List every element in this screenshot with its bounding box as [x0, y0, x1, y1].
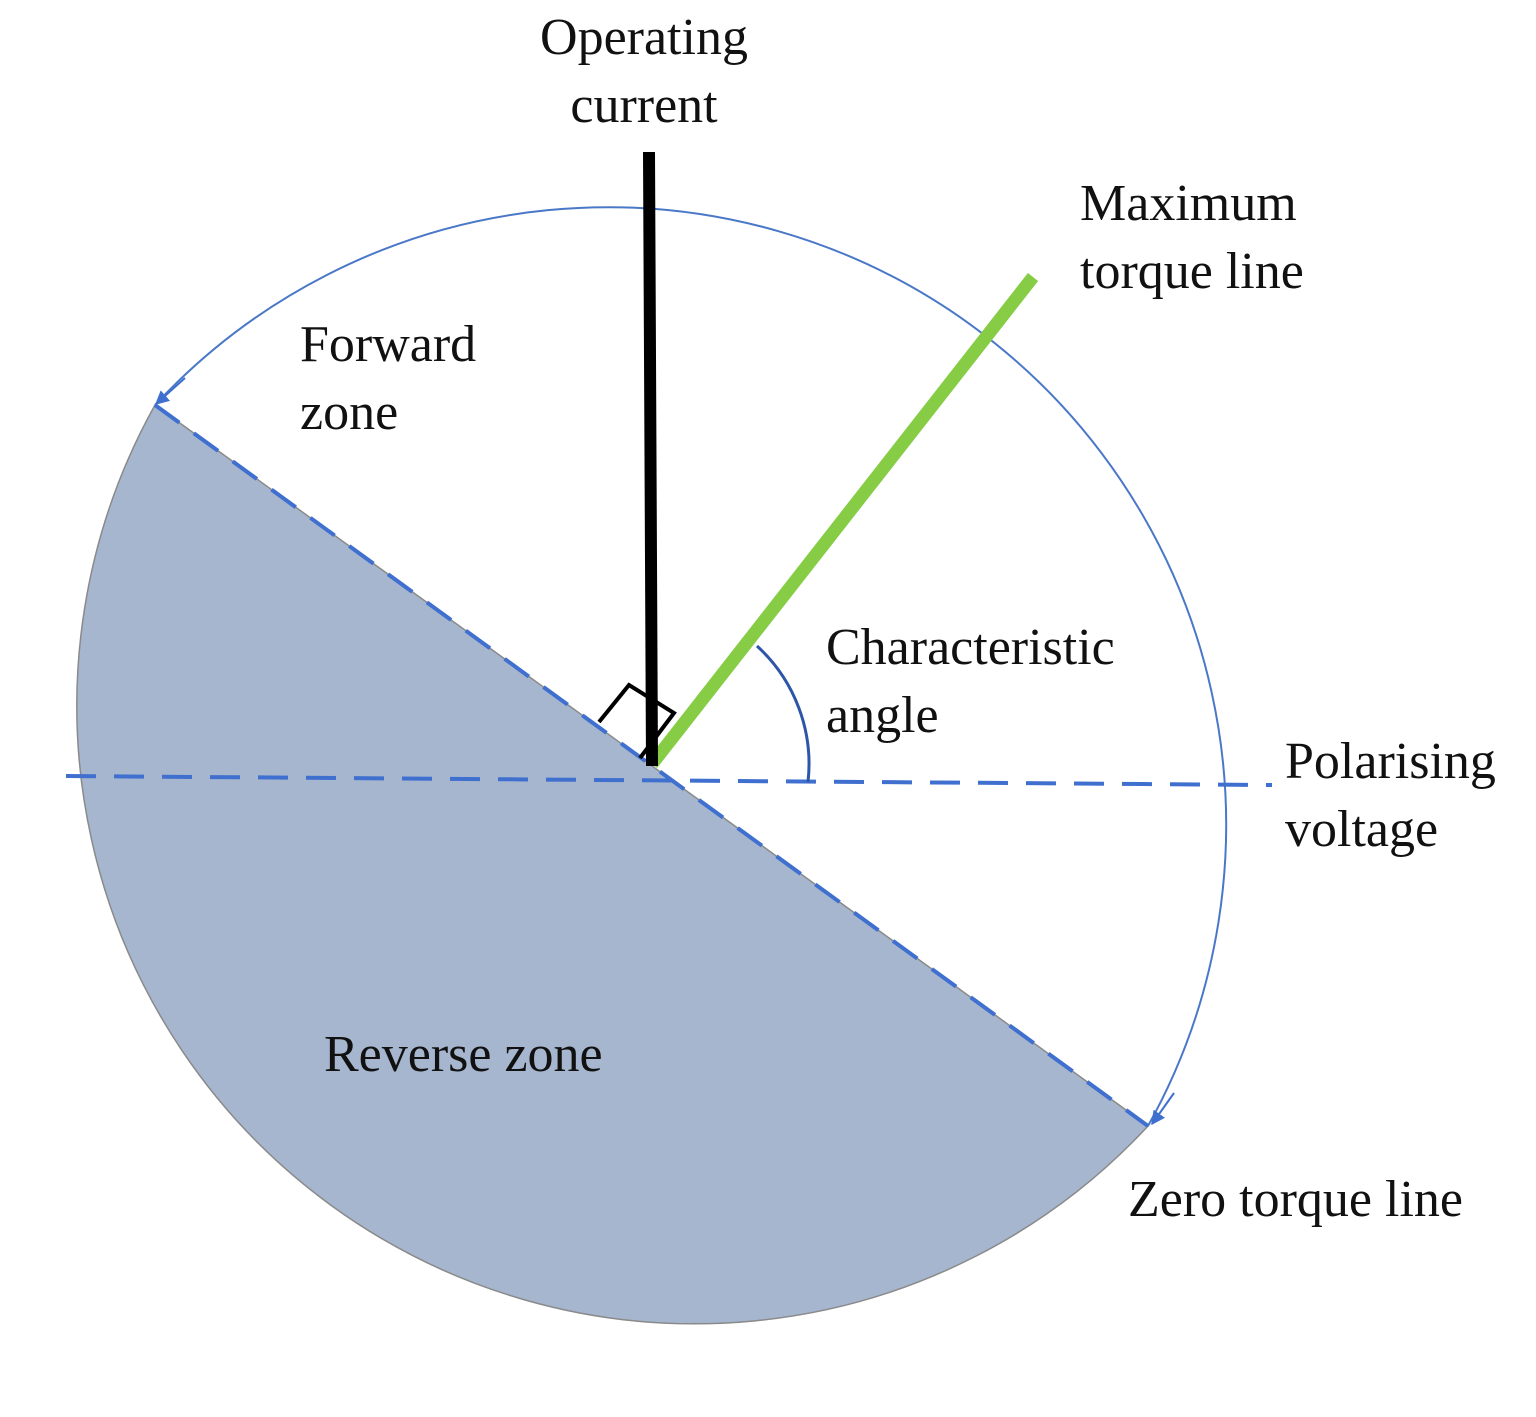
- characteristic-angle-label: Characteristic angle: [826, 619, 1115, 744]
- reverse-zone-region: [76, 403, 1150, 1325]
- zero-torque-line: [153, 403, 1150, 1128]
- reverse-zone-label: Reverse zone: [324, 1026, 603, 1083]
- operating-current-line: [643, 151, 658, 767]
- polarising-voltage-label: Polarising voltage: [1285, 733, 1496, 858]
- forward-zone-label: Forward zone: [300, 316, 477, 441]
- maximum-torque-line: [646, 272, 1039, 769]
- zero-torque-line-label: Zero torque line: [1128, 1171, 1463, 1228]
- forward-zone-arc: [154, 206, 1228, 1127]
- characteristic-angle-arc: [755, 644, 811, 783]
- operating-current-label: Operating current: [540, 9, 748, 134]
- maximum-torque-line-label: Maximum torque line: [1080, 175, 1304, 300]
- arc-arrowhead-left: [154, 377, 186, 405]
- arc-arrowhead-right: [1151, 1092, 1175, 1126]
